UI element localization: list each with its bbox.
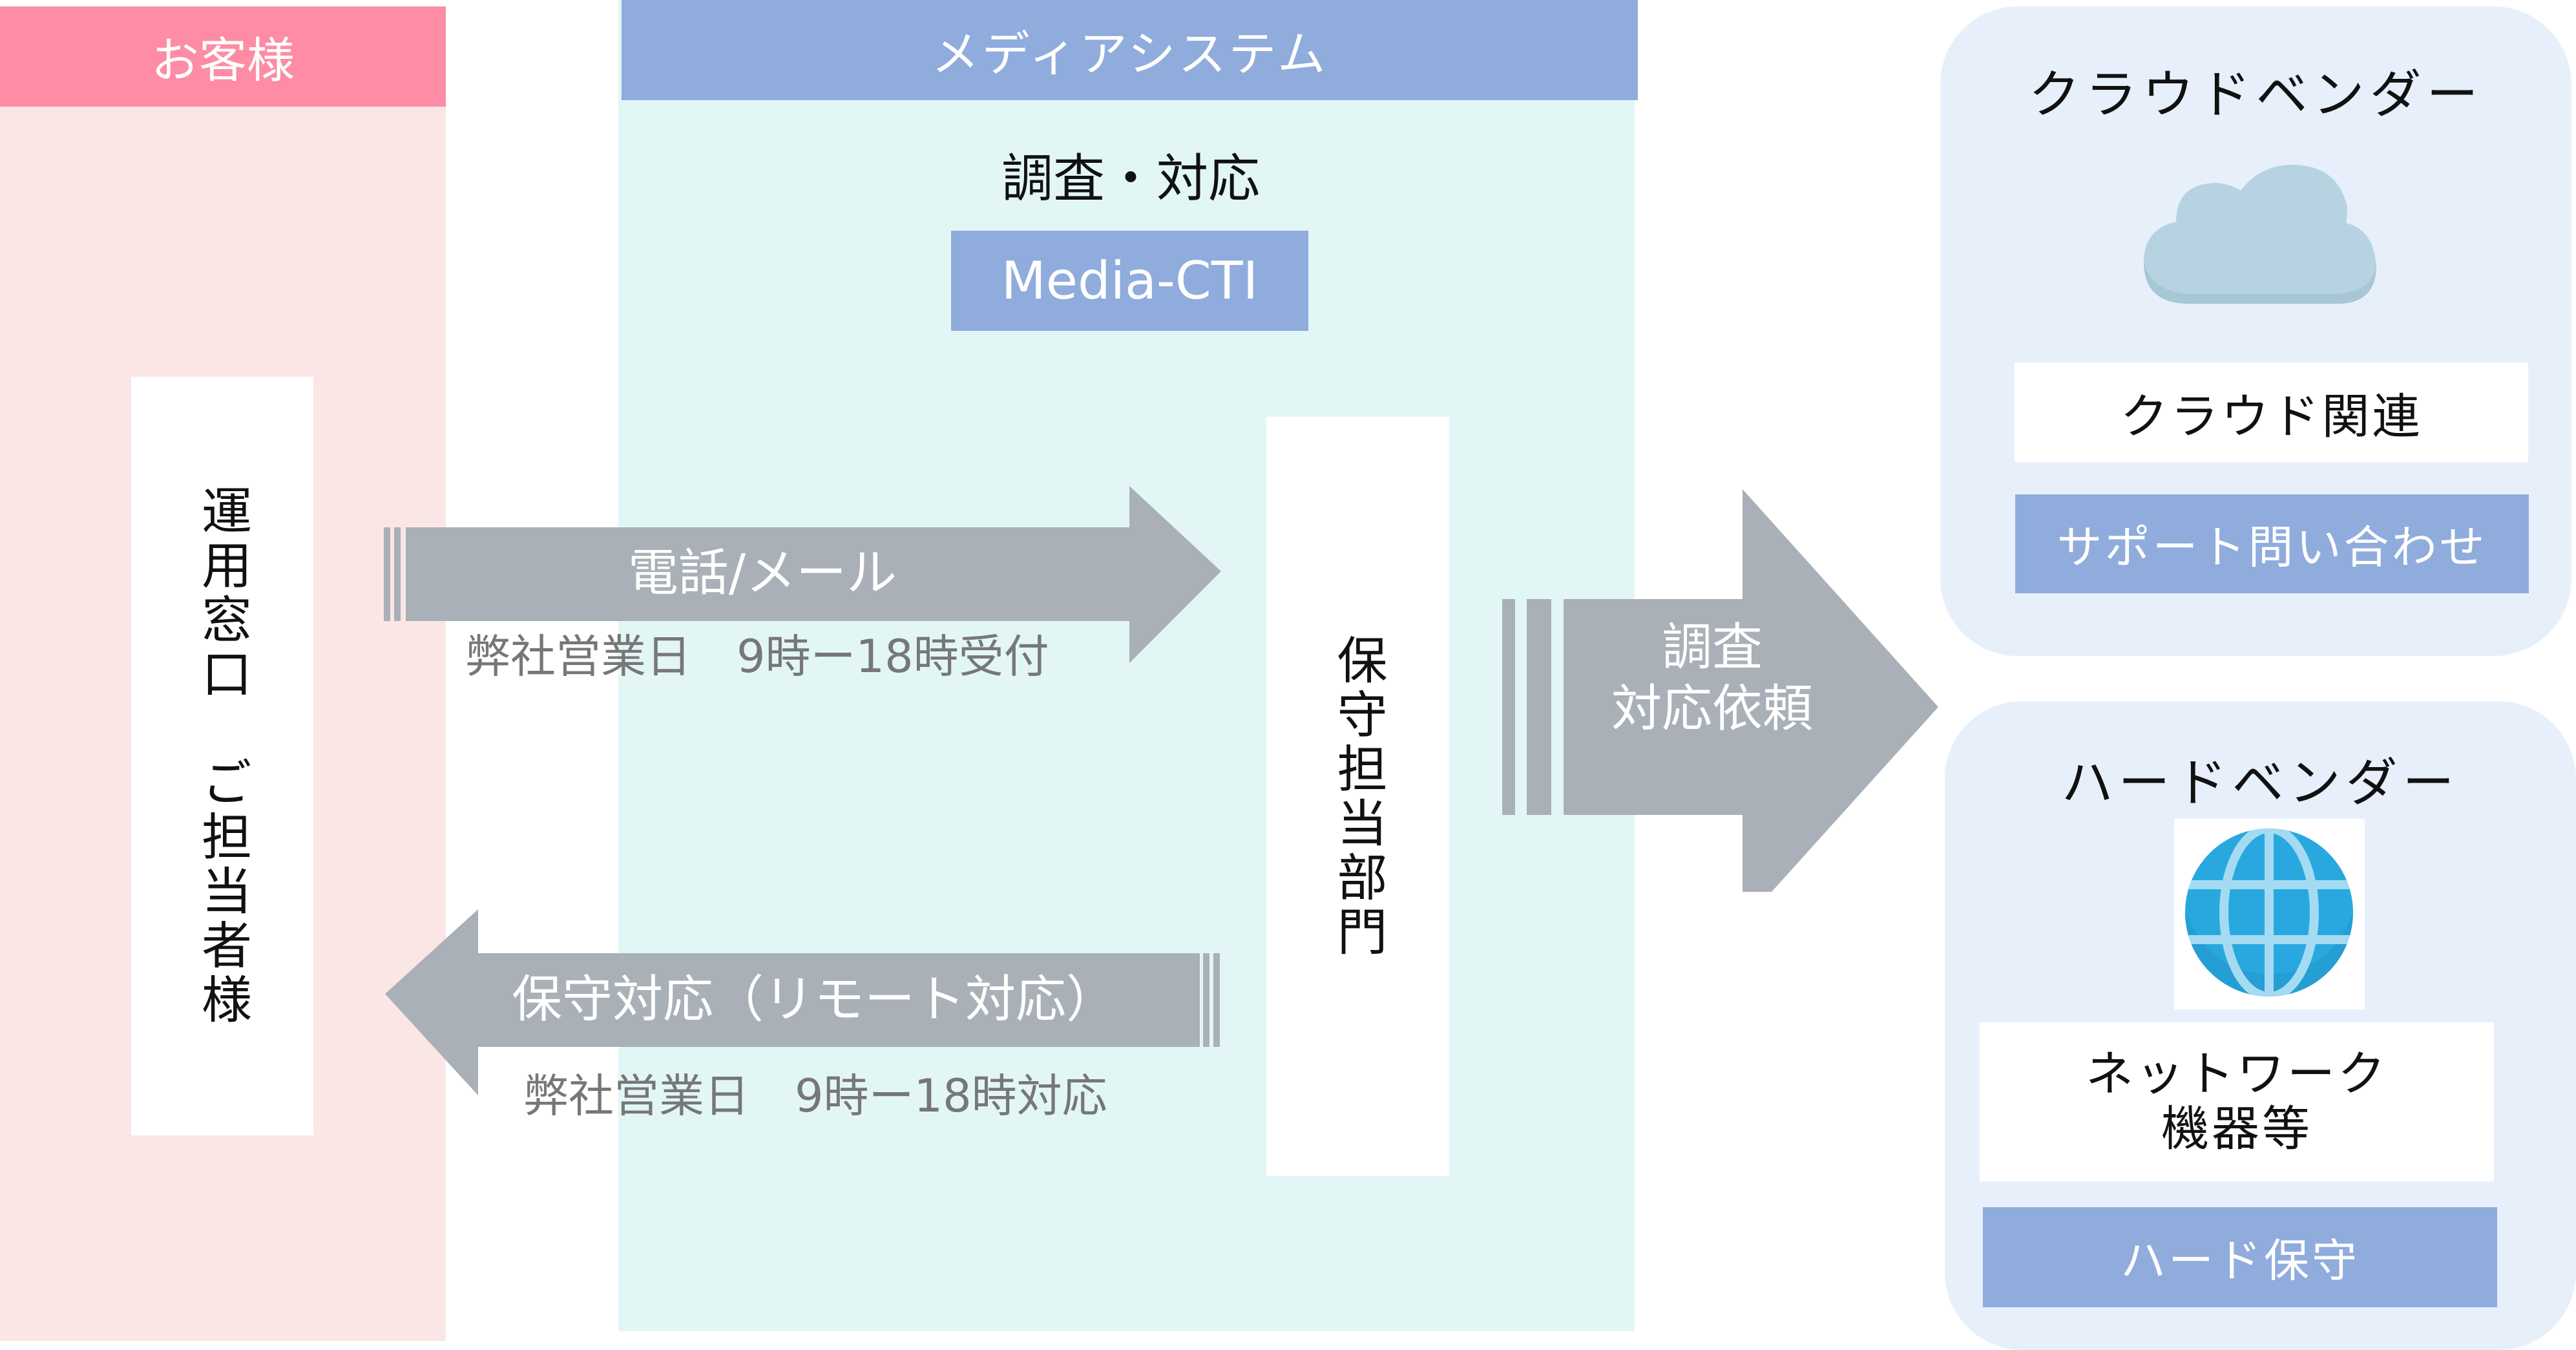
media-system-subtitle: 調査・対応 xyxy=(1001,149,1260,209)
globe-icon-frame xyxy=(2174,819,2365,1009)
inbound-hours: 弊社営業日 9時ー18時受付 xyxy=(465,630,1049,683)
cloud-support-label: サポート問い合わせ xyxy=(2057,521,2487,574)
vendor-request-line2: 対応依頼 xyxy=(1611,680,1813,738)
customer-header: お客様 xyxy=(0,6,446,107)
arrow-body xyxy=(385,909,1200,1095)
arrow-body xyxy=(406,486,1221,663)
hardware-vendor-panel: ハードベンダー ネットワーク 機器等 ハード保守 xyxy=(1945,701,2576,1350)
maintenance-dept-box: 保守担当部門 xyxy=(1266,417,1449,1176)
hardware-scope-line1: ネットワーク xyxy=(2086,1046,2388,1102)
vendor-request-arrow xyxy=(1502,489,1938,892)
cloud-icon xyxy=(2144,165,2376,304)
media-cti-box: Media-CTI xyxy=(951,231,1308,331)
hardware-scope-box: ネットワーク 機器等 xyxy=(1980,1022,2494,1181)
contact-box-label: 運用窓口 ご担当者様 xyxy=(193,485,251,1028)
media-system-header: メディアシステム xyxy=(622,0,1638,100)
arrow-stripe xyxy=(394,527,401,621)
hardware-maint-label: ハード保守 xyxy=(2120,1234,2360,1287)
cloud-scope-label: クラウド関連 xyxy=(2120,388,2423,445)
arrow-stripe xyxy=(1502,599,1515,815)
arrow-stripe xyxy=(1213,953,1220,1047)
arrow-stripe xyxy=(1527,599,1551,815)
outbound-hours: 弊社営業日 9時ー18時対応 xyxy=(523,1070,1107,1123)
globe-icon xyxy=(2185,828,2353,997)
cloud-vendor-title: クラウドベンダー xyxy=(2028,65,2484,125)
cloud-scope-box: クラウド関連 xyxy=(2015,363,2528,462)
customer-header-label: お客様 xyxy=(151,33,295,89)
media-cti-label: Media-CTI xyxy=(1001,251,1259,311)
outbound-arrow-label: 保守対応（リモート対応） xyxy=(511,971,1116,1029)
maintenance-dept-label: 保守担当部門 xyxy=(1328,633,1387,960)
cloud-support-box: サポート問い合わせ xyxy=(2015,494,2529,593)
hardware-vendor-title: ハードベンダー xyxy=(2061,753,2460,813)
cloud-vendor-panel: クラウドベンダー クラウド関連 サポート問い合わせ xyxy=(1940,6,2571,656)
contact-box: 運用窓口 ご担当者様 xyxy=(131,377,313,1135)
media-system-header-label: メディアシステム xyxy=(931,26,1328,82)
media-system-column xyxy=(618,0,1635,1331)
arrow-stripe xyxy=(1203,953,1209,1047)
vendor-request-line1: 調査 xyxy=(1661,618,1763,677)
outbound-arrow xyxy=(385,909,1220,1095)
hardware-maint-box: ハード保守 xyxy=(1983,1207,2497,1307)
inbound-arrow xyxy=(384,486,1221,663)
arrow-body xyxy=(1564,489,1938,892)
hardware-scope-line2: 機器等 xyxy=(2161,1101,2312,1157)
inbound-arrow-label: 電話/メール xyxy=(627,544,897,602)
arrow-stripe xyxy=(384,527,390,621)
vendor-request-label: 調査 対応依頼 xyxy=(1551,611,1874,746)
